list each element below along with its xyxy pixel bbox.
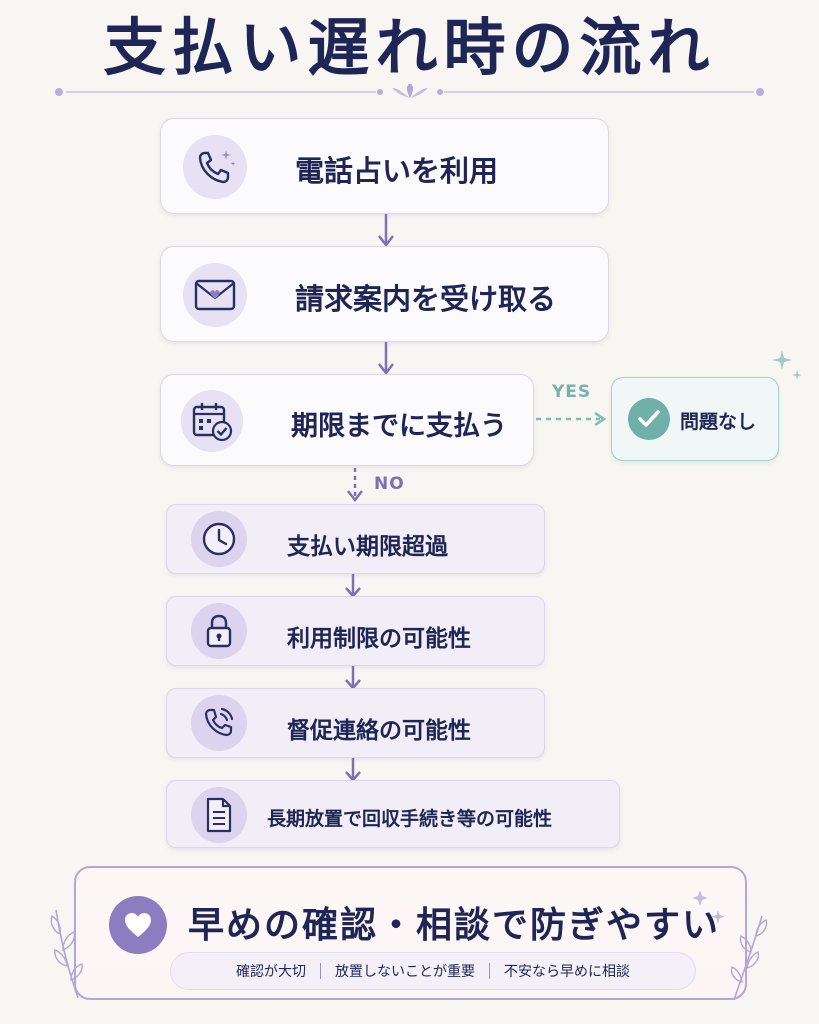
page-title: 支払い遅れ時の流れ [103,11,716,84]
step-use-label: 電話占いを利用 [295,154,499,188]
step-invoice-card: 請求案内を受け取る [160,246,609,342]
step-collection-card: 長期放置で回収手続き等の可能性 [166,780,620,848]
step-overdue-card: 支払い期限超過 [166,504,545,574]
clock-icon [191,511,247,567]
flow-arrow-6 [345,758,361,782]
step-collection-label: 長期放置で回収手続き等の可能性 [267,808,553,830]
flow-arrow-5 [345,666,361,690]
step-use-card: 電話占いを利用 [160,118,609,214]
tips-bar: 確認が大切 放置しないことが重要 不安なら早めに相談 [170,952,696,990]
phone-ringing-icon [191,695,247,751]
document-icon [191,787,247,843]
lock-icon [191,603,247,659]
sparkle-icon [772,350,802,380]
ok-card: 問題なし [611,377,779,461]
step-restriction-label: 利用制限の可能性 [287,626,471,652]
leaf-decoration-right [730,915,768,1001]
step-pay-label: 期限までに支払う [291,411,507,442]
yes-arrow [536,411,607,427]
step-pay-card: 期限までに支払う [160,374,534,466]
tip-separator [489,963,490,979]
flow-arrow-2 [378,342,394,376]
summary-panel: 早めの確認・相談で防ぎやすい 確認が大切 放置しないことが重要 不安なら早めに相… [74,866,747,1000]
tip-separator [320,963,321,979]
no-arrow [347,468,363,503]
yes-label: YES [552,382,592,402]
step-overdue-label: 支払い期限超過 [287,534,448,560]
tip-consult-early: 不安なら早めに相談 [504,964,630,980]
flow-arrow-4 [345,574,361,598]
leaf-decoration-left [50,909,83,999]
summary-title: 早めの確認・相談で防ぎやすい [188,905,721,946]
tip-check: 確認が大切 [236,964,306,980]
heart-icon [109,896,167,954]
title-divider [55,84,764,98]
tip-dont-neglect: 放置しないことが重要 [335,964,475,980]
check-icon [628,398,670,440]
sparkle-icon [692,890,725,924]
ok-label: 問題なし [680,411,757,433]
calendar-check-icon [181,390,243,452]
step-invoice-label: 請求案内を受け取る [295,282,557,316]
phone-sparkle-icon [183,135,247,199]
heart-envelope-icon [183,263,247,327]
no-label: NO [374,474,405,494]
step-reminder-card: 督促連絡の可能性 [166,688,545,758]
flow-arrow-1 [378,214,394,248]
step-restriction-card: 利用制限の可能性 [166,596,545,666]
step-reminder-label: 督促連絡の可能性 [287,718,471,744]
